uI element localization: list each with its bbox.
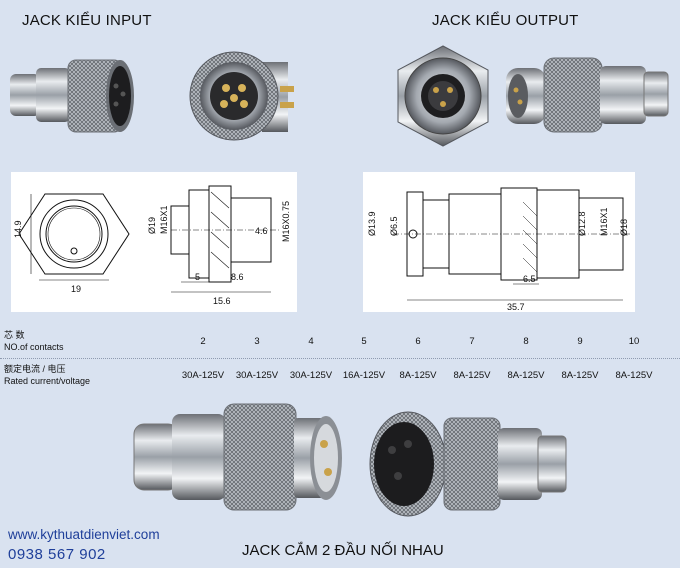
contacts-cell: 10 <box>628 336 640 347</box>
dim-dia-6-5: Ø6.5 <box>389 216 399 236</box>
dim-5: 5 <box>195 272 200 282</box>
rating-cell: 8A-125V <box>561 370 599 381</box>
mated-plug-photo <box>133 403 342 511</box>
rating-cell: 8A-125V <box>453 370 491 381</box>
contacts-label-en: NO.of contacts <box>4 342 64 352</box>
mated-socket-photo <box>369 411 567 517</box>
dim-8-6: 8.6 <box>231 272 244 282</box>
rating-cell: 8A-125V <box>399 370 437 381</box>
dim-35-7: 35.7 <box>507 302 525 312</box>
phone-number: 0938 567 902 <box>8 546 106 563</box>
contacts-label-cn: 芯 数 <box>4 330 25 340</box>
output-socket-photo <box>397 45 489 147</box>
dim-19: 19 <box>71 284 81 294</box>
rating-label-cn: 额定电流 / 电压 <box>4 364 66 374</box>
rating-cell: 30A-125V <box>235 370 279 381</box>
dim-dia-12-8: Ø12.8 <box>577 211 587 236</box>
contacts-cell: 8 <box>523 336 529 347</box>
rating-label-en: Rated current/voltage <box>4 376 91 386</box>
contacts-cell: 6 <box>415 336 421 347</box>
rating-cell: 30A-125V <box>289 370 333 381</box>
input-socket-photo <box>189 51 294 141</box>
contacts-cell: 4 <box>308 336 314 347</box>
rating-cell: 8A-125V <box>507 370 545 381</box>
dim-dia-13-9: Ø13.9 <box>367 211 377 236</box>
contacts-cell: 2 <box>200 336 206 347</box>
contacts-cell: 7 <box>469 336 475 347</box>
dim-dia-18: Ø18 <box>619 219 629 236</box>
contacts-cell: 5 <box>361 336 367 347</box>
output-jack-dimension-drawing: Ø13.9 Ø6.5 Ø12.8 M16X1 Ø18 6.5 35.7 <box>363 172 635 312</box>
dim-14-9: 14.9 <box>13 220 23 238</box>
output-jack-heading: JACK KIỂU OUTPUT <box>432 12 579 29</box>
spec-row-contacts: 芯 数 NO.of contacts 2 3 4 5 6 7 8 9 10 <box>0 322 680 356</box>
rating-cell: 8A-125V <box>615 370 653 381</box>
spec-separator <box>0 358 680 359</box>
input-jack-heading: JACK KIỂU INPUT <box>22 12 152 29</box>
rating-cell: 16A-125V <box>342 370 386 381</box>
dim-4-6: 4.6 <box>255 226 268 236</box>
dim-m16x1-output: M16X1 <box>599 207 609 236</box>
dim-6-5: 6.5 <box>523 274 536 284</box>
website-link[interactable]: www.kythuatdienviet.com <box>8 527 160 542</box>
dim-m16x1: M16X1 <box>159 205 169 234</box>
output-plug-photo <box>506 57 669 133</box>
dim-15-6: 15.6 <box>213 296 231 306</box>
input-jack-dimension-drawing: 14.9 19 M16X1 Ø19 M16X0.75 4.6 5 8.6 15.… <box>11 172 297 312</box>
contacts-cell: 3 <box>254 336 260 347</box>
contacts-cell: 9 <box>577 336 583 347</box>
input-plug-photo <box>10 59 134 133</box>
spec-row-ratings: 额定电流 / 电压 Rated current/voltage 30A-125V… <box>0 360 680 390</box>
dim-m16x0-75: M16X0.75 <box>281 201 291 242</box>
dim-dia-19: Ø19 <box>147 217 157 234</box>
rating-cell: 30A-125V <box>181 370 225 381</box>
mated-jack-heading: JACK CẮM 2 ĐẦU NỐI NHAU <box>242 542 444 559</box>
